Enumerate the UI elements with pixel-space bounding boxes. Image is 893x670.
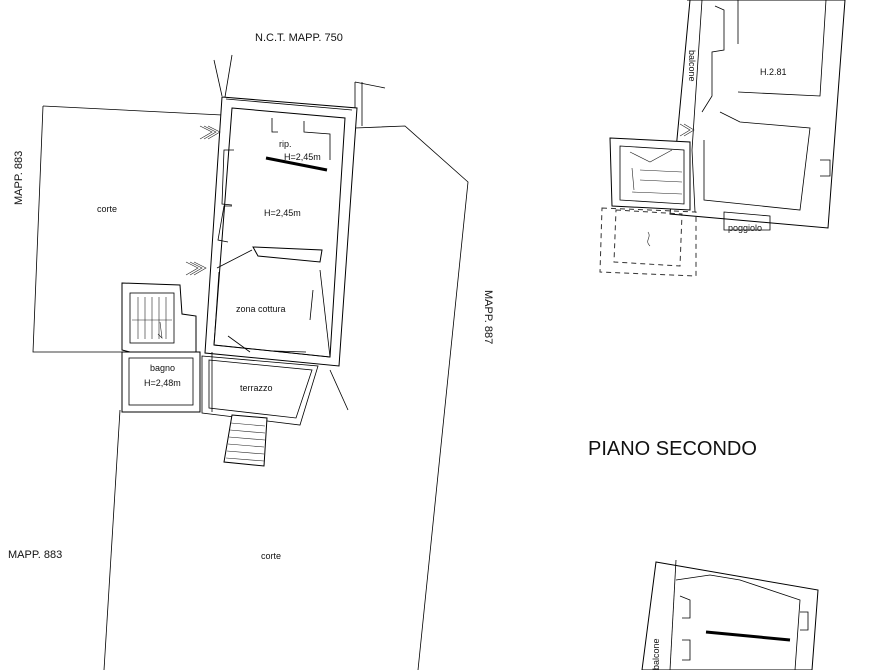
balcone-top-label: balcone <box>687 50 697 82</box>
lower-right-building <box>641 559 819 670</box>
poggiolo-label: poggiolo <box>728 223 762 233</box>
entrance-arrow-top <box>199 125 221 140</box>
mapp-887-label: MAPP. 887 <box>482 290 494 344</box>
terrazzo-label: terrazzo <box>240 383 273 393</box>
h281-label: H.2.81 <box>760 67 787 77</box>
bagno-room <box>121 351 201 413</box>
upper-stair-block <box>609 137 691 211</box>
piano-secondo-title: PIANO SECONDO <box>588 438 757 460</box>
stair-block-left <box>121 282 197 353</box>
corte-bottom-label: corte <box>261 551 281 561</box>
mapp-883-top-label: MAPP. 883 <box>13 151 25 205</box>
bagno-height-label: H=2,48m <box>144 378 181 388</box>
terrazzo <box>201 352 319 426</box>
mapp-883-bottom-label: MAPP. 883 <box>8 549 62 561</box>
corte-top-label: corte <box>97 204 117 214</box>
bagno-label: bagno <box>150 363 175 373</box>
outside-stair <box>223 414 268 467</box>
room-height-label: H=2,45m <box>264 208 301 218</box>
upper-entrance-arrow <box>679 123 695 137</box>
zona-cottura-label: zona cottura <box>236 304 286 314</box>
dashed-outline <box>599 207 697 277</box>
rip-height-label: H=2,45m <box>284 152 321 162</box>
nct-mapp-label: N.C.T. MAPP. 750 <box>255 32 343 44</box>
upper-building <box>669 0 846 231</box>
balcone-bottom-label: balcone <box>651 638 661 670</box>
property-boundary-left <box>32 54 233 353</box>
main-building-walls <box>204 96 358 367</box>
property-boundary-right <box>103 81 469 670</box>
rip-label: rip. <box>279 139 292 149</box>
entrance-arrow-mid <box>185 261 207 276</box>
